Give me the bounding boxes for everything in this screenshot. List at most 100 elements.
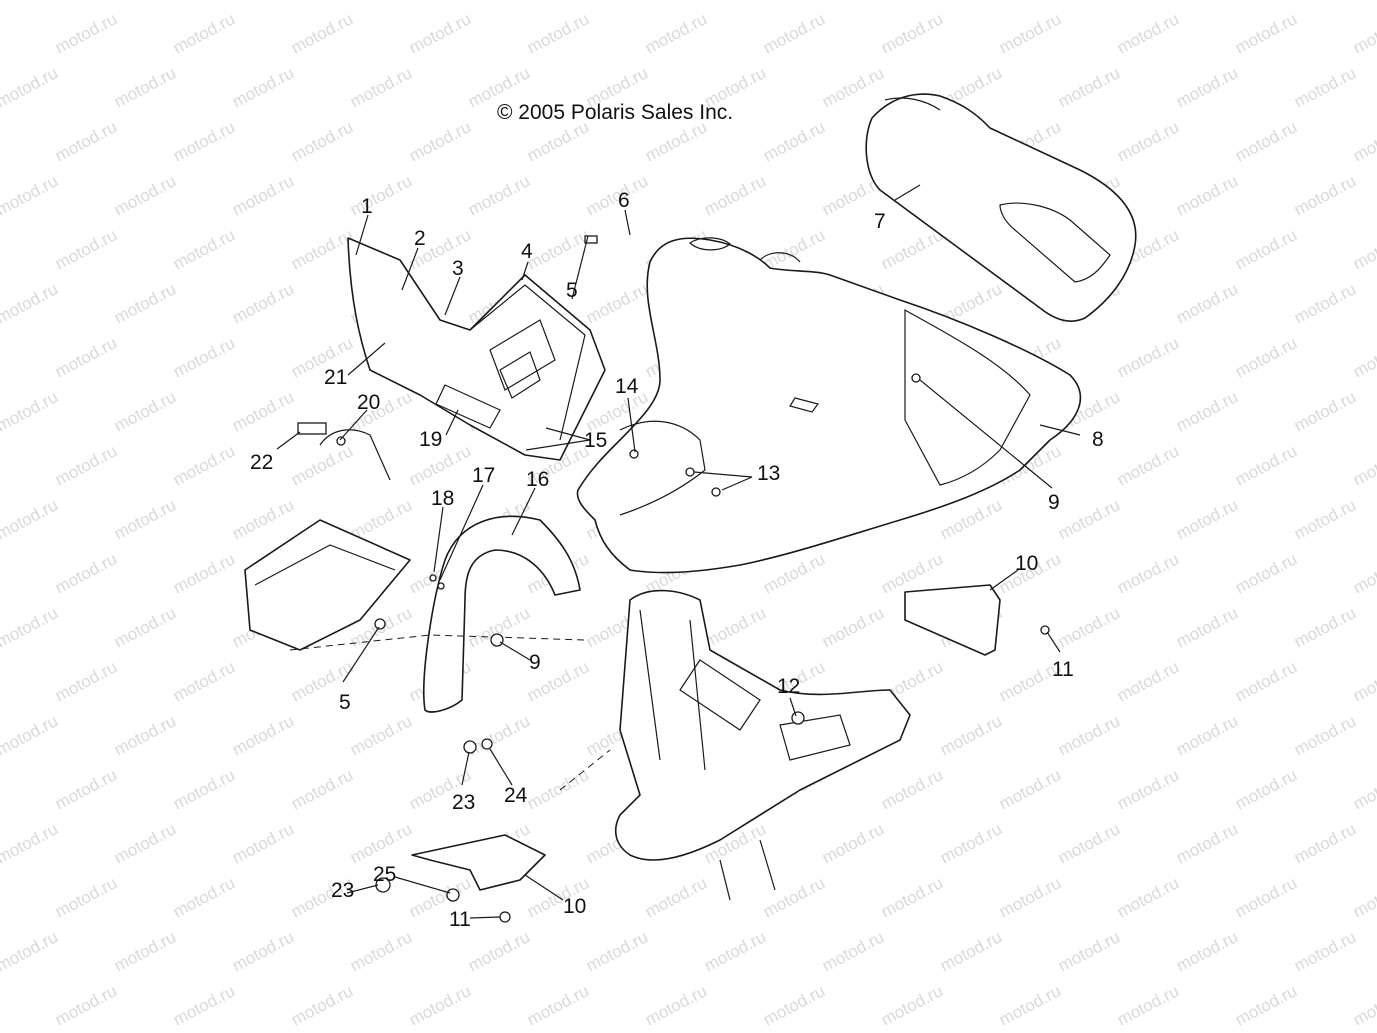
watermark-text: motod.ru — [1114, 765, 1182, 813]
callout-9: 9 — [1048, 491, 1060, 514]
watermark-text: motod.ru — [465, 927, 533, 975]
part-footwell — [244, 429, 586, 651]
watermark-text: motod.ru — [170, 225, 238, 273]
part-seat — [865, 93, 1137, 322]
watermark-text: motod.ru — [1350, 873, 1377, 921]
watermark-text: motod.ru — [0, 549, 2, 597]
watermark-text: motod.ru — [465, 711, 533, 759]
watermark-text: motod.ru — [1232, 873, 1300, 921]
watermark-text: motod.ru — [1350, 225, 1377, 273]
watermark-text: motod.ru — [1350, 657, 1377, 705]
watermark-text: motod.ru — [288, 981, 356, 1029]
watermark-text: motod.ru — [1055, 819, 1123, 867]
watermark-text: motod.ru — [878, 225, 946, 273]
watermark-text: motod.ru — [1055, 63, 1123, 111]
callout-11b: 11 — [449, 908, 471, 931]
watermark-text: motod.ru — [0, 279, 61, 327]
watermark-text: motod.ru — [819, 603, 887, 651]
watermark-text: motod.ru — [937, 0, 1005, 4]
watermark-text: motod.ru — [52, 9, 120, 57]
callout-20: 20 — [357, 391, 380, 414]
watermark-text: motod.ru — [111, 387, 179, 435]
watermark-text: motod.ru — [760, 117, 828, 165]
watermark-text: motod.ru — [0, 441, 2, 489]
watermark-text: motod.ru — [1173, 279, 1241, 327]
watermark-text: motod.ru — [760, 873, 828, 921]
watermark-text: motod.ru — [1173, 495, 1241, 543]
callout-7: 7 — [874, 210, 886, 233]
watermark-text: motod.ru — [111, 171, 179, 219]
watermark-text: motod.ru — [1173, 0, 1241, 4]
watermark-text: motod.ru — [0, 711, 61, 759]
watermark-text: motod.ru — [52, 333, 120, 381]
watermark-text: motod.ru — [288, 225, 356, 273]
watermark-text: motod.ru — [1232, 549, 1300, 597]
watermark-text: motod.ru — [583, 279, 651, 327]
watermark-text: motod.ru — [170, 981, 238, 1029]
watermark-text: motod.ru — [111, 279, 179, 327]
watermark-text: motod.ru — [170, 441, 238, 489]
watermark-text: motod.ru — [0, 225, 2, 273]
callout-14: 14 — [615, 375, 639, 398]
watermark-text: motod.ru — [819, 819, 887, 867]
watermark-text: motod.ru — [52, 765, 120, 813]
watermark-text: motod.ru — [406, 117, 474, 165]
watermark-text: motod.ru — [1291, 711, 1359, 759]
watermark-text: motod.ru — [878, 981, 946, 1029]
watermark-text: motod.ru — [0, 765, 2, 813]
watermark-text: motod.ru — [1350, 549, 1377, 597]
part-hardware — [297, 235, 1050, 923]
callout-18: 18 — [431, 487, 454, 510]
watermark-text: motod.ru — [1232, 441, 1300, 489]
watermark-text: motod.ru — [52, 441, 120, 489]
watermark-text: motod.ru — [170, 549, 238, 597]
watermark-text: motod.ru — [1055, 927, 1123, 975]
watermark-text: motod.ru — [0, 981, 2, 1029]
watermark-text: motod.ru — [1055, 603, 1123, 651]
callout-12: 12 — [777, 675, 800, 698]
watermark-text: motod.ru — [878, 873, 946, 921]
watermark-text: motod.ru — [1291, 63, 1359, 111]
callout-3: 3 — [452, 257, 464, 280]
watermark-text: motod.ru — [937, 711, 1005, 759]
watermark-text: motod.ru — [0, 63, 61, 111]
watermark-text: motod.ru — [701, 603, 769, 651]
watermark-text: motod.ru — [52, 117, 120, 165]
watermark-text: motod.ru — [229, 819, 297, 867]
callout-17: 17 — [472, 464, 495, 487]
callout-4: 4 — [521, 240, 533, 263]
watermark-text: motod.ru — [1114, 873, 1182, 921]
watermark-text: motod.ru — [52, 225, 120, 273]
watermark-text: motod.ru — [878, 9, 946, 57]
watermark-text: motod.ru — [1350, 333, 1377, 381]
watermark-text: motod.ru — [524, 117, 592, 165]
part-rear-cab — [576, 237, 1082, 574]
callout-10: 10 — [1015, 552, 1038, 575]
watermark-text: motod.ru — [937, 927, 1005, 975]
watermark-text: motod.ru — [701, 927, 769, 975]
watermark-text: motod.ru — [465, 0, 533, 4]
copyright-text: © 2005 Polaris Sales Inc. — [497, 101, 733, 124]
part-fender-flare — [423, 515, 581, 713]
watermark-text: motod.ru — [1350, 765, 1377, 813]
watermark-text: motod.ru — [1291, 603, 1359, 651]
watermark-text: motod.ru — [1232, 657, 1300, 705]
watermark-text: motod.ru — [347, 0, 415, 4]
watermark-text: motod.ru — [52, 873, 120, 921]
callouts: 1 2 3 4 5 6 7 8 9 10 11 12 13 14 15 16 1… — [250, 189, 1104, 931]
watermark-text: motod.ru — [819, 927, 887, 975]
callout-5b: 5 — [339, 691, 351, 714]
watermark-text: motod.ru — [1173, 819, 1241, 867]
callout-23: 23 — [452, 791, 475, 814]
watermark-text: motod.ru — [642, 981, 710, 1029]
watermark-text: motod.ru — [937, 819, 1005, 867]
callout-19: 19 — [419, 428, 442, 451]
part-bracket-lower — [411, 834, 546, 891]
part-bracket-upper — [904, 584, 1001, 656]
watermark-text: motod.ru — [0, 171, 61, 219]
watermark-text: motod.ru — [1173, 603, 1241, 651]
watermark-text: motod.ru — [1114, 333, 1182, 381]
watermark-text: motod.ru — [0, 387, 61, 435]
callout-5: 5 — [566, 279, 578, 302]
